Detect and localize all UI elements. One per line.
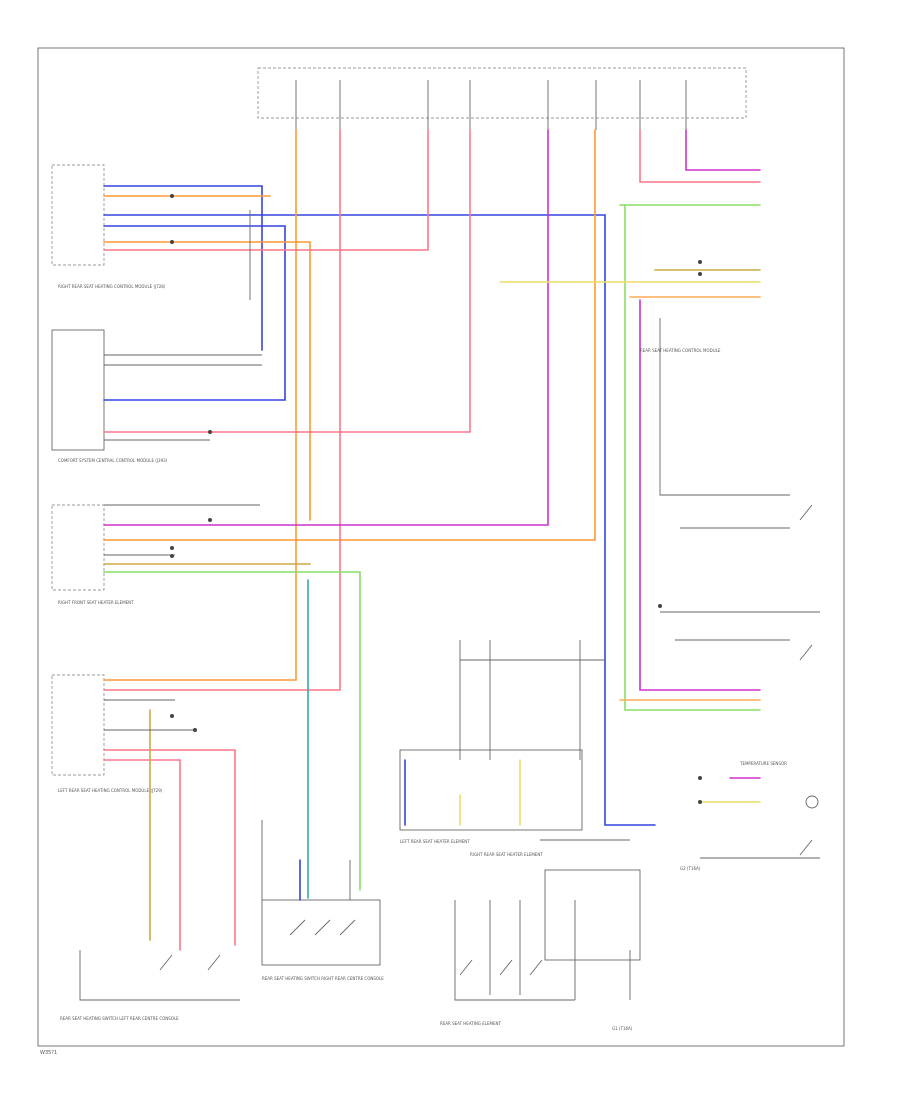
label-g-left: LEFT REAR SEAT HEATER ELEMENT xyxy=(400,839,470,844)
label-bottom-left: REAR SEAT HEATING SWITCH LEFT REAR CENTR… xyxy=(60,1016,179,1021)
label-bottom-mid: REAR SEAT HEATING SWITCH RIGHT REAR CENT… xyxy=(262,976,384,981)
footer-code: W35?1 xyxy=(40,1050,57,1056)
label-seat-switch-rear: REAR SEAT HEATING CONTROL MODULE xyxy=(640,348,721,353)
wire-harness xyxy=(103,129,761,951)
label-ground-left: G1 (T16A) xyxy=(612,1026,633,1031)
fuse-panel xyxy=(257,67,747,130)
component-box-right-side xyxy=(261,749,641,966)
splice-dots xyxy=(170,194,702,804)
label-right-rear-seat: RIGHT REAR SEAT HEATING CONTROL MODULE (… xyxy=(58,284,166,289)
temperature-sensor-icon xyxy=(805,795,819,809)
diagram-frame xyxy=(37,47,845,1047)
label-comfort-cm: COMFORT SYSTEM CENTRAL CONTROL MODULE (J… xyxy=(58,458,168,463)
label-seat-heater-right-front: RIGHT FRONT SEAT HEATER ELEMENT xyxy=(58,600,134,605)
component-box-left-seat-module xyxy=(51,164,105,776)
label-ground-right: G2 (T16A) xyxy=(680,866,701,871)
thin-wires xyxy=(79,210,820,1001)
switch-symbols xyxy=(159,504,813,976)
diagram-labels: RIGHT REAR SEAT HEATING CONTROL MODULE (… xyxy=(40,284,787,1056)
label-temp-sensor: TEMPERATURE SENSOR xyxy=(739,761,787,766)
label-left-rear-seat: LEFT REAR SEAT HEATING CONTROL MODULE (J… xyxy=(58,788,163,793)
label-bottom-center: REAR SEAT HEATING ELEMENT xyxy=(440,1021,502,1026)
label-g-right: RIGHT REAR SEAT HEATER ELEMENT xyxy=(470,852,543,857)
